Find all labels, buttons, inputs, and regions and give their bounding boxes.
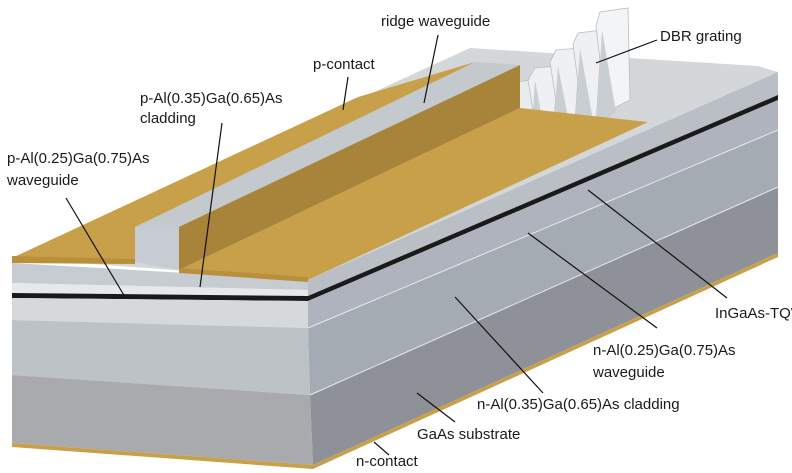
front-n-cladding — [12, 320, 310, 395]
layer-line — [307, 129, 779, 329]
layer-line — [309, 186, 779, 396]
p-contact-right — [179, 108, 648, 280]
side-substrate — [310, 187, 778, 465]
side-p-cladding — [308, 72, 778, 296]
label-substrate: GaAs substrate — [417, 426, 521, 443]
front-gold-edge-right — [179, 268, 308, 282]
label-p-waveguide-2: waveguide — [7, 172, 79, 189]
label-n-waveguide-2: waveguide — [593, 364, 665, 381]
label-p-contact: p-contact — [313, 56, 375, 73]
label-p-cladding-1: p-Al(0.35)Ga(0.65)As — [140, 90, 283, 107]
label-n-cladding: n-Al(0.35)Ga(0.65)As cladding — [477, 396, 680, 413]
side-n-cladding — [308, 130, 778, 395]
front-n-contact — [12, 443, 313, 469]
label-ridge-waveguide: ridge waveguide — [381, 13, 491, 30]
front-p-cladding — [12, 263, 308, 290]
front-n-waveguide — [12, 298, 308, 328]
side-n-waveguide — [308, 100, 778, 328]
p-contact-left — [12, 62, 475, 262]
label-n-contact: n-contact — [356, 453, 418, 470]
leader-lines — [65, 34, 728, 456]
front-ridge — [135, 227, 179, 270]
front-substrate — [12, 375, 313, 465]
label-tqw: InGaAs-TQW — [715, 305, 792, 322]
label-dbr-grating: DBR grating — [660, 28, 742, 45]
side-qw — [308, 95, 778, 301]
front-p-waveguide — [12, 283, 308, 296]
ridge-top — [135, 62, 520, 227]
label-p-waveguide-1: p-Al(0.25)Ga(0.75)As — [7, 150, 150, 167]
front-qw — [12, 293, 308, 301]
side-n-contact — [313, 253, 778, 469]
label-n-waveguide-1: n-Al(0.25)Ga(0.75)As — [593, 342, 736, 359]
label-p-cladding-2: cladding — [140, 110, 196, 127]
ridge-side — [179, 65, 520, 270]
